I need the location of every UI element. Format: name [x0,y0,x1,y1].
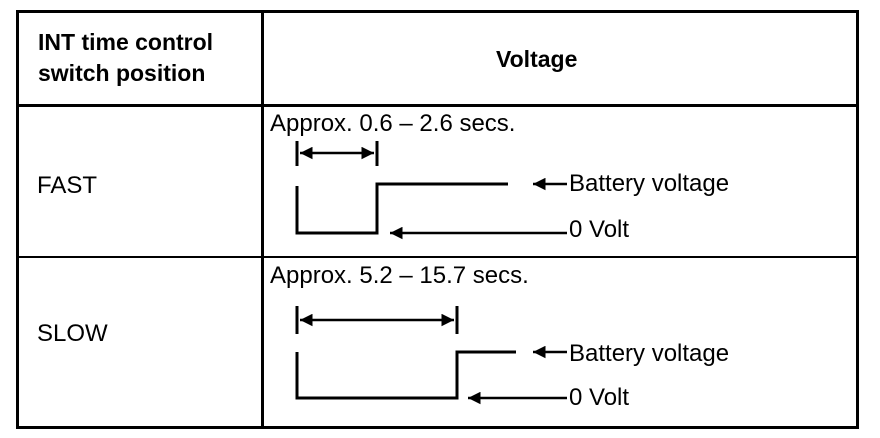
table-frame [16,10,859,429]
row-fast-period: Approx. 0.6 – 2.6 secs. [270,110,516,137]
slow-waveform [295,350,516,400]
row-fast-position: FAST [37,172,98,199]
header-switch-position-line2: switch position [38,60,206,86]
row-slow-battery-label: Battery voltage [569,340,730,367]
fast-period-dimension [295,141,379,166]
row-slow-period: Approx. 5.2 – 15.7 secs. [270,262,529,289]
header-switch-position-line1: INT time control [38,29,214,55]
row-slow-zero-label: 0 Volt [569,384,630,411]
row-fast-battery-label: Battery voltage [569,170,730,197]
fast-waveform [295,182,508,235]
row-slow-position: SLOW [37,320,108,347]
column-divider [261,10,264,429]
header-voltage: Voltage [496,46,578,72]
header-divider [16,104,859,107]
slow-period-dimension [295,306,459,334]
row-divider [16,256,859,258]
row-fast-zero-label: 0 Volt [569,216,630,243]
